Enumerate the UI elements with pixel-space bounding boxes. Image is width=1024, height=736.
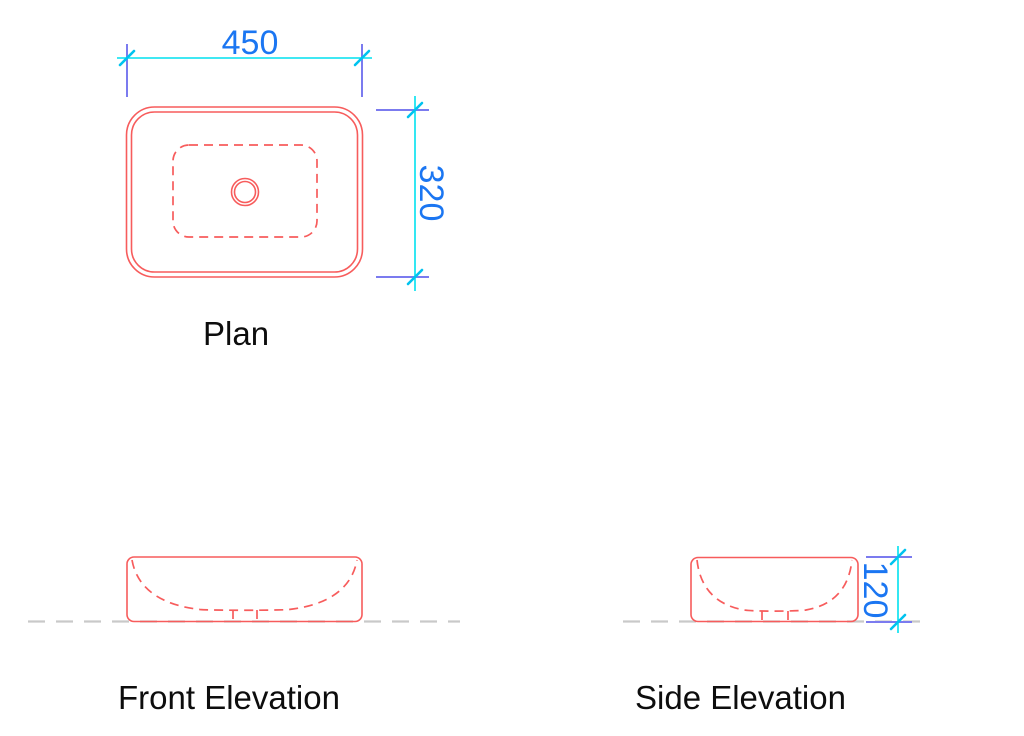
tick-mark-top <box>406 101 424 119</box>
front-basin-hidden-curve <box>131 559 358 612</box>
dimension-value-height: 120 <box>856 562 894 619</box>
plan-drain-outer-circle <box>230 177 260 207</box>
side-body-outline <box>690 556 859 623</box>
side-elevation-label: Side Elevation <box>635 679 846 716</box>
plan-width-dimension: 450 <box>117 24 372 97</box>
plan-outer-rim-outline <box>125 106 364 278</box>
tick-mark-bottom <box>889 613 907 631</box>
plan-view-label: Plan <box>203 315 269 352</box>
plan-drain-inner-circle <box>233 180 257 204</box>
tick-mark-left <box>118 49 136 67</box>
tick-mark-top <box>889 548 907 566</box>
front-elevation-label: Front Elevation <box>118 679 340 716</box>
side-basin-hidden-curve <box>696 559 853 612</box>
plan-basin-bottom-hidden-outline <box>172 144 318 238</box>
tick-mark-right <box>353 49 371 67</box>
front-elevation-view <box>28 556 460 623</box>
side-height-dimension: 120 <box>856 546 912 633</box>
dimension-value-width: 450 <box>222 24 279 62</box>
front-body-outline <box>126 556 363 623</box>
dimension-value-depth: 320 <box>412 165 450 222</box>
tick-mark-bottom <box>406 268 424 286</box>
plan-view <box>125 106 364 278</box>
plan-inner-rim-outline <box>130 111 359 273</box>
plan-depth-dimension: 320 <box>376 96 450 291</box>
